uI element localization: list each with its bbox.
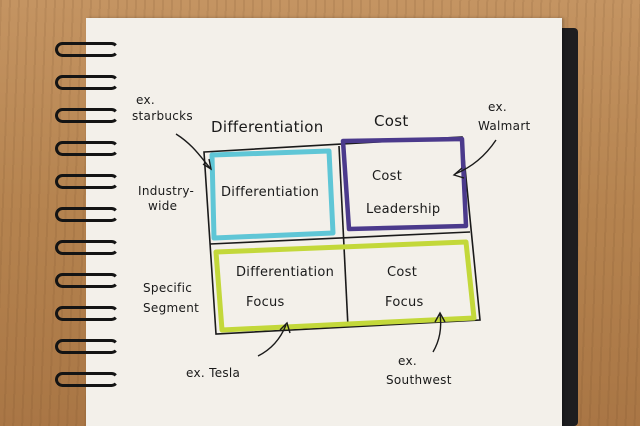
focus-box [213,239,477,333]
row-header-industry-wide-line1: Industry- [138,184,195,198]
differentiation-box [209,148,336,241]
example-walmart: ex. Walmart [478,98,531,136]
cell-differentiation-focus-line1: Differentiation [236,265,335,280]
starbucks-arrow [175,133,211,169]
walmart-arrow [454,139,497,175]
spiral-ring [55,372,119,387]
spiral-ring [55,75,119,90]
example-southwest-prefix: ex. [398,354,417,368]
cell-cost-focus-line2: Focus [385,295,424,310]
row-header-specific-segment: Specific Segment [143,278,199,318]
cell-cost-focus: Cost Focus [385,258,424,318]
cell-differentiation: Differentiation [221,185,320,200]
southwest-arrow-head [434,311,446,323]
cost-leadership-box [340,136,469,232]
row-header-specific-segment-line2: Segment [143,301,200,315]
cell-cost-focus-line1: Cost [387,265,418,280]
southwest-arrow [432,313,442,353]
matrix-vertical-divider [338,145,349,328]
column-header-differentiation: Differentiation [211,118,324,136]
row-header-industry-wide: Industry- wide [138,184,194,214]
spiral-ring [55,273,119,288]
example-walmart-name: Walmart [478,119,531,133]
starbucks-arrow-head [202,158,213,171]
example-southwest-name: Southwest [386,373,452,387]
tesla-arrow-head [279,321,291,334]
spiral-ring [55,141,119,156]
tesla-arrow [257,324,287,357]
example-tesla: ex. Tesla [186,366,241,380]
row-header-specific-segment-line1: Specific [143,281,193,295]
spiral-ring [55,240,119,255]
cell-differentiation-focus-line2: Focus [246,295,285,310]
matrix-horizontal-divider [209,231,471,245]
example-starbucks: ex. starbucks [132,92,193,124]
example-starbucks-name: starbucks [132,109,193,123]
notebook-page [86,18,562,426]
spiral-ring [55,174,119,189]
row-header-industry-wide-line2: wide [148,199,178,213]
cell-cost-leadership-line2: Leadership [366,202,441,217]
cell-differentiation-focus: Differentiation Focus [236,258,334,318]
spiral-ring [55,42,119,57]
example-walmart-prefix: ex. [488,100,507,114]
example-starbucks-prefix: ex. [136,93,155,107]
cell-cost-leadership-line1: Cost [372,169,403,184]
spiral-ring [55,339,119,354]
column-header-cost: Cost [374,112,409,130]
spiral-ring [55,207,119,222]
cell-cost-leadership: Cost Leadership [366,160,440,226]
example-southwest: ex. Southwest [386,352,452,390]
spiral-ring [55,306,119,321]
spiral-ring [55,108,119,123]
walmart-arrow-head [452,167,465,179]
